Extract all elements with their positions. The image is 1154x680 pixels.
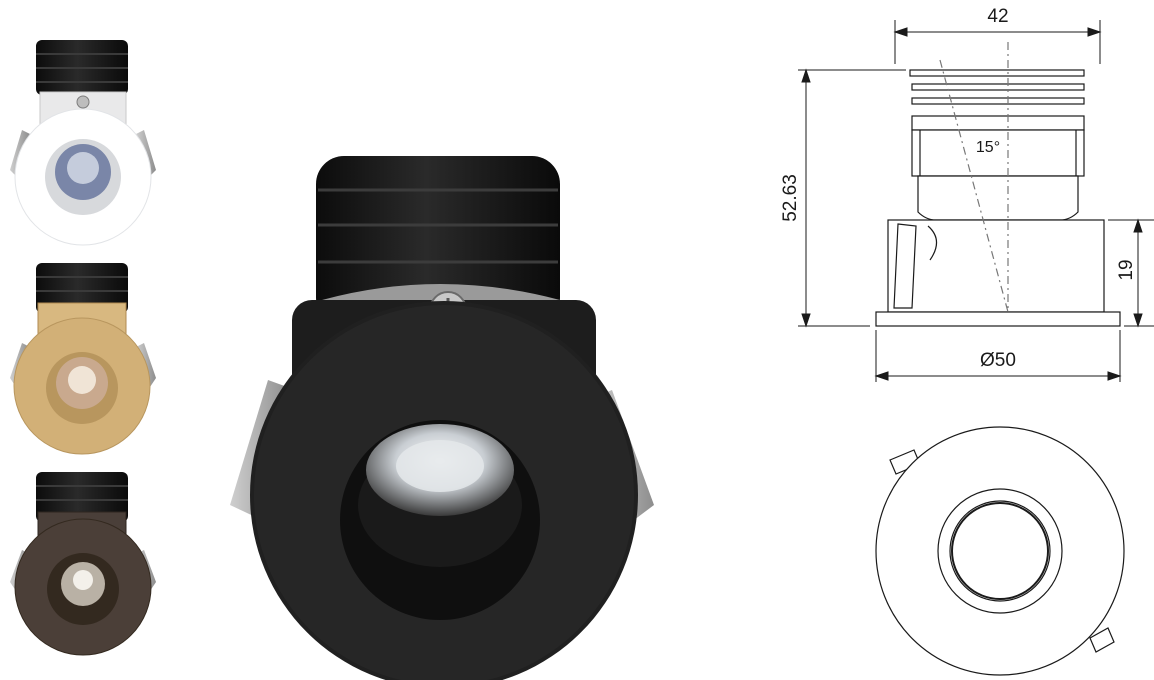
variant-bronze-image	[10, 472, 156, 656]
beam-angle-label: 15°	[976, 139, 1000, 156]
dimension-lines	[798, 20, 1154, 382]
dim-height-label: 52.63	[780, 174, 801, 222]
front-view-drawing	[875, 426, 1125, 676]
main-product-image	[230, 156, 654, 680]
side-view-drawing	[875, 42, 1121, 327]
variant-gold-image	[10, 263, 156, 455]
dim-trim-height-label: 19	[1116, 259, 1137, 280]
dim-width-label: 42	[987, 6, 1008, 27]
variant-white-image	[10, 40, 156, 246]
dim-diameter-label: Ø50	[980, 350, 1016, 371]
